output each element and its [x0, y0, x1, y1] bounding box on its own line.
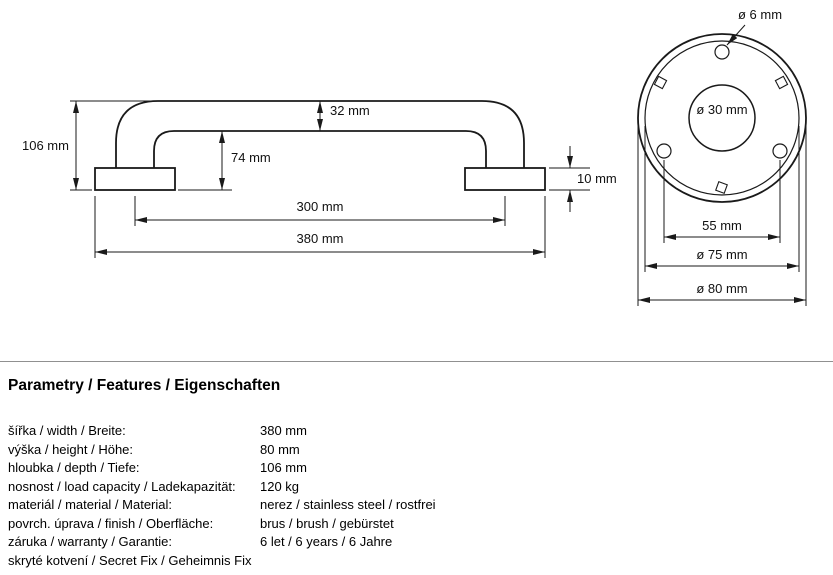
- front-view-labels: ø 6 mm ø 30 mm 55 mm ø 75 mm ø 80 mm: [696, 7, 782, 296]
- technical-drawings: 106 mm 32 mm 74 mm 10 mm 300 mm 380 mm: [22, 7, 807, 306]
- screw-hole-right: [772, 143, 788, 159]
- spec-row: výška / height / Höhe: 80 mm: [8, 441, 436, 460]
- center-hole-circle: [688, 84, 756, 152]
- spec-value: nerez / stainless steel / rostfrei: [260, 497, 436, 512]
- flange-inner-circle: [644, 40, 800, 196]
- left-flange: [94, 167, 176, 191]
- front-view-drawing: [637, 24, 807, 306]
- spec-label: hloubka / depth / Tiefe:: [8, 460, 140, 475]
- spec-value: 106 mm: [260, 460, 307, 475]
- leader-line-6mm: [726, 24, 746, 46]
- screw-hole-top: [714, 44, 730, 60]
- screw-hole-left: [656, 143, 672, 159]
- dim-label-74: 74 mm: [231, 150, 271, 165]
- spec-label: šířka / width / Breite:: [8, 423, 126, 438]
- dim-label-10: 10 mm: [577, 171, 617, 186]
- spec-value: 120 kg: [260, 478, 300, 494]
- features-section: Parametry / Features / Eigenschaften šíř…: [8, 377, 825, 570]
- spec-row: šířka / width / Breite: 380 mm: [8, 422, 436, 441]
- spec-table: šířka / width / Breite: 380 mm výška / he…: [8, 422, 436, 570]
- spec-value: 6 let / 6 years / 6 Jahre: [260, 534, 393, 549]
- dim-label-75: ø 75 mm: [696, 247, 747, 262]
- grab-bar-inner-outline: [153, 130, 487, 169]
- spec-row: skryté kotvení / Secret Fix / Geheimnis …: [8, 552, 436, 571]
- dim-label-300: 300 mm: [297, 199, 344, 214]
- spec-row: materiál / material / Material: nerez / s…: [8, 496, 436, 515]
- dim-label-106: 106 mm: [22, 138, 69, 153]
- spec-label: materiál / material / Material:: [8, 497, 172, 512]
- spec-label: výška / height / Höhe:: [8, 441, 134, 457]
- spec-row: povrch. úprava / finish / Oberfläche: bru…: [8, 515, 436, 534]
- spec-label: nosnost / load capacity / Ladekapazität:: [8, 478, 236, 494]
- section-divider: [0, 361, 833, 362]
- spec-value: brus / brush / gebürstet: [260, 515, 394, 531]
- fix-tab-upper-right: [774, 75, 789, 90]
- right-flange: [464, 167, 546, 191]
- dim-label-80: ø 80 mm: [696, 281, 747, 296]
- dim-label-380: 380 mm: [297, 231, 344, 246]
- spec-value: 80 mm: [260, 441, 300, 457]
- fix-tab-bottom: [715, 181, 728, 194]
- spec-value: [260, 552, 436, 571]
- spec-value: 380 mm: [260, 423, 307, 438]
- side-view-labels: 106 mm 32 mm 74 mm 10 mm 300 mm 380 mm: [22, 103, 617, 246]
- flange-outer-circle: [637, 33, 807, 203]
- spec-label: povrch. úprava / finish / Oberfläche:: [8, 515, 214, 531]
- fix-tab-upper-left: [653, 75, 668, 90]
- dim-label-30: ø 30 mm: [696, 102, 747, 117]
- dim-label-6: ø 6 mm: [738, 7, 782, 22]
- spec-row: záruka / warranty / Garantie: 6 let / 6 y…: [8, 533, 436, 552]
- features-title: Parametry / Features / Eigenschaften: [8, 377, 281, 394]
- dim-label-32: 32 mm: [330, 103, 370, 118]
- spec-label: skryté kotvení / Secret Fix / Geheimnis …: [8, 552, 252, 568]
- side-view-drawing: [70, 100, 590, 258]
- spec-label: záruka / warranty / Garantie:: [8, 534, 173, 549]
- dim-label-55: 55 mm: [702, 218, 742, 233]
- spec-row: hloubka / depth / Tiefe: 106 mm: [8, 459, 436, 478]
- spec-row: nosnost / load capacity / Ladekapazität:…: [8, 478, 436, 497]
